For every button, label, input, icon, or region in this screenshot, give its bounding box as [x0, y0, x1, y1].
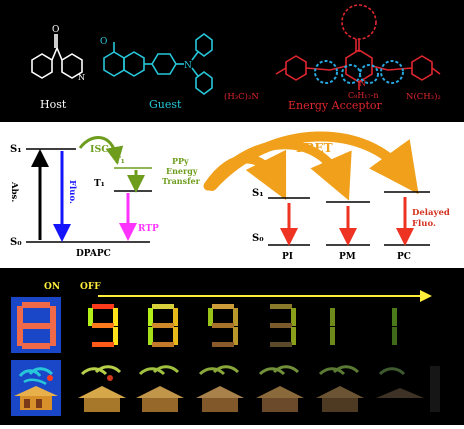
ppy-transfer-line2: Energy: [166, 166, 198, 176]
structures-background: [0, 0, 464, 122]
afterglow-pavilion-4: [256, 365, 304, 412]
isc-label: ISC: [90, 144, 109, 155]
acceptor-s0-label: S₀: [252, 233, 264, 244]
acceptor-label: Energy Acceptor: [288, 99, 382, 112]
absorption-label: Abs.: [9, 181, 19, 202]
host-molecule: O N: [31, 25, 85, 82]
s1-label: S₁: [10, 144, 22, 155]
afterglow-pavilion-2: [136, 365, 184, 412]
fret-label: FRET: [296, 141, 333, 155]
afterglow-pavilion-6: [376, 366, 440, 412]
afterglow-pavilion-5: [316, 365, 364, 412]
s0-label: S₀: [10, 237, 22, 248]
guest-label: Guest: [149, 98, 182, 111]
acceptor-pc-label: PC: [397, 252, 411, 262]
afterglow-digit-1: [88, 304, 118, 347]
acceptor-n-atom: N: [359, 79, 366, 88]
acceptor-right-group: N(CH₃)₂: [406, 91, 441, 102]
acceptor-s1-label: S₁: [252, 188, 264, 199]
delayed-label-line1: Delayed: [412, 208, 450, 218]
afterglow-digit-4: [270, 304, 296, 347]
demo-panel: ON OFF: [0, 268, 464, 425]
guest-molecule: O N: [100, 33, 213, 95]
structures-panel: O N Host O N Guest: [0, 0, 464, 122]
acceptor-highlight-circles: [314, 60, 404, 84]
delayed-label-line2: Fluo.: [412, 219, 436, 229]
on-label: ON: [44, 282, 60, 292]
t1-lower-label: T₁: [94, 179, 105, 189]
isc-arrow: [78, 136, 124, 165]
acceptor-molecule: [275, 4, 441, 90]
afterglow-pavilion-3: [196, 365, 244, 412]
svg-text:N: N: [78, 73, 85, 82]
ppy-transfer-line1: PPy: [172, 156, 189, 166]
afterglow-pavilion-1: [78, 365, 126, 412]
svg-text:O: O: [100, 37, 107, 47]
host-system-label: DPAPC: [76, 249, 111, 259]
host-label: Host: [40, 98, 67, 111]
acceptor-pi-label: PI: [282, 252, 293, 262]
t1-upper-label: T₁: [114, 156, 125, 166]
afterglow-digit-3: [208, 304, 238, 347]
energy-diagram-panel: S₁ S₀ T₁ T₁ Abs. Fluo. ISC PPy Energy Tr…: [9, 131, 450, 262]
rtp-label: RTP: [138, 224, 159, 234]
fluorescence-label: Fluo.: [67, 180, 77, 204]
off-label: OFF: [80, 282, 101, 292]
afterglow-digit-2: [148, 304, 178, 347]
fret-arrows: [203, 131, 419, 201]
afterglow-digit-5: [330, 308, 335, 345]
on-digit: [17, 302, 56, 349]
afterglow-digit-6: [392, 308, 397, 345]
on-pavilion-image: [14, 367, 58, 410]
svg-text:N: N: [184, 61, 192, 71]
acceptor-pm-label: PM: [339, 252, 356, 262]
acceptor-left-group: (H₃C)₂N: [224, 91, 259, 102]
ppy-transfer-line3: Transfer: [162, 176, 201, 186]
acceptor-alkyl: C₈H₁₇-n: [348, 91, 379, 100]
svg-text:O: O: [52, 25, 59, 35]
